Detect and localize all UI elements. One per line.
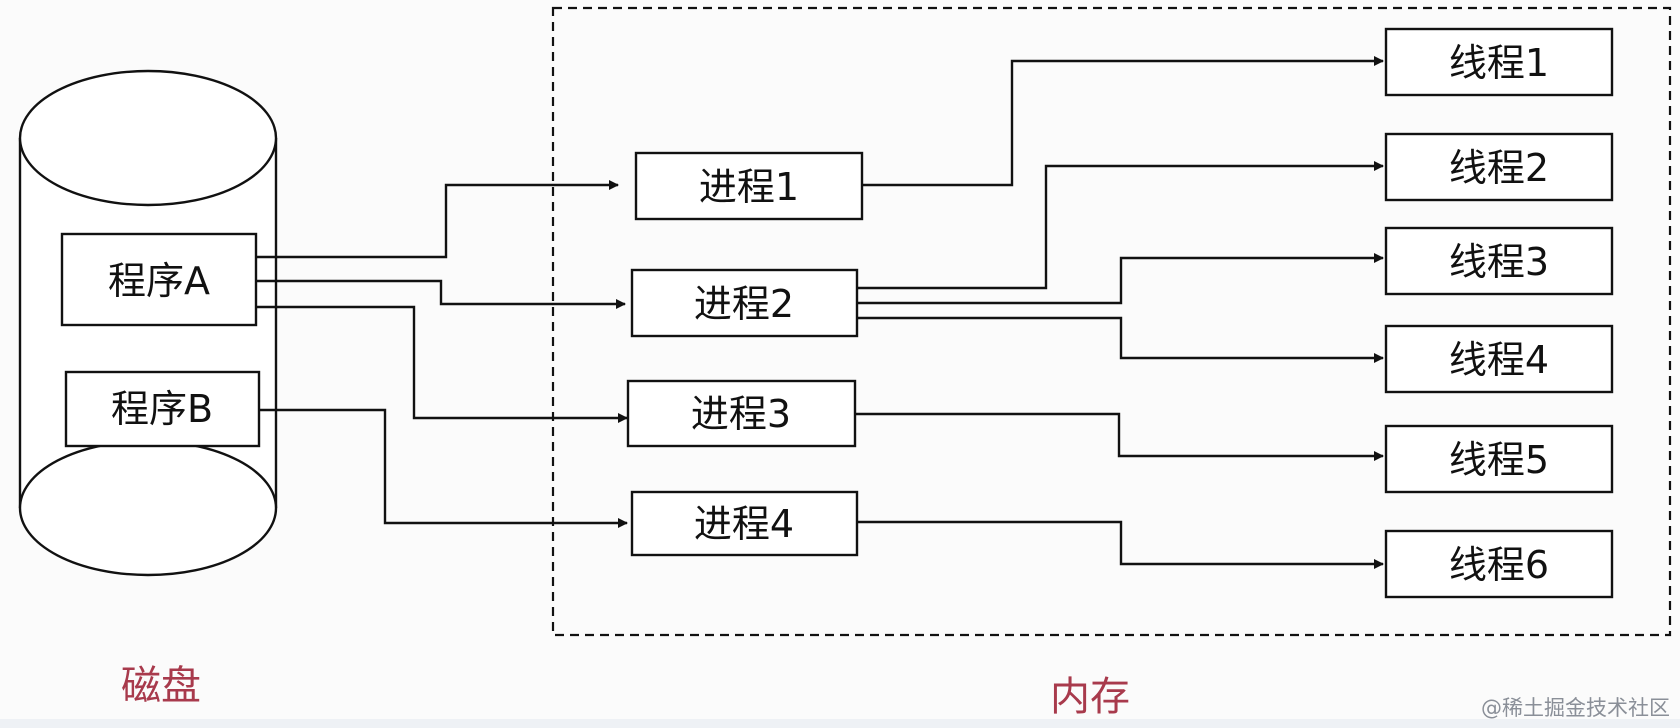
disk-label: 磁盘 — [121, 663, 201, 709]
edge-proc1-th1 — [862, 56, 1384, 187]
memory-region — [551, 6, 1672, 637]
thread-box-3: 线程3 — [1384, 226, 1614, 296]
edge-proc4-th6 — [857, 520, 1384, 569]
edge-proc2-th2 — [857, 161, 1384, 290]
edge-progB-proc4 — [259, 408, 628, 528]
thread-box-2: 线程2 — [1384, 132, 1614, 202]
process-2-label: 进程2 — [694, 282, 794, 326]
edge-proc3-th5 — [855, 412, 1384, 461]
thread-6-label: 线程6 — [1449, 543, 1549, 587]
thread-box-1: 线程1 — [1384, 27, 1614, 97]
thread-box-5: 线程5 — [1384, 424, 1614, 494]
edge-progA-proc1 — [256, 180, 619, 259]
thread-2-label: 线程2 — [1449, 146, 1549, 190]
watermark-text: @稀土掘金技术社区 — [1481, 696, 1670, 720]
process-1-label: 进程1 — [699, 165, 799, 209]
thread-5-label: 线程5 — [1449, 438, 1549, 482]
process-box-3: 进程3 — [626, 379, 857, 448]
edge-progA-proc2 — [256, 279, 626, 309]
process-box-1: 进程1 — [634, 151, 864, 221]
thread-box-6: 线程6 — [1384, 529, 1614, 599]
program-box-b: 程序B — [64, 370, 261, 448]
thread-box-4: 线程4 — [1384, 324, 1614, 394]
thread-3-label: 线程3 — [1449, 240, 1549, 284]
bottom-strip — [0, 719, 1680, 728]
edge-proc2-th3 — [857, 253, 1384, 305]
thread-4-label: 线程4 — [1449, 338, 1549, 382]
process-box-2: 进程2 — [630, 268, 859, 338]
process-box-4: 进程4 — [630, 490, 859, 557]
process-4-label: 进程4 — [694, 502, 794, 546]
edge-progA-proc3 — [256, 305, 628, 423]
edges — [256, 56, 1384, 569]
memory-label: 内存 — [1050, 674, 1130, 720]
edge-proc2-th4 — [857, 316, 1384, 363]
thread-1-label: 线程1 — [1449, 41, 1549, 85]
program-box-a: 程序A — [60, 232, 258, 327]
process-3-label: 进程3 — [691, 392, 791, 436]
program-a-label: 程序A — [108, 259, 210, 303]
program-b-label: 程序B — [111, 387, 213, 431]
